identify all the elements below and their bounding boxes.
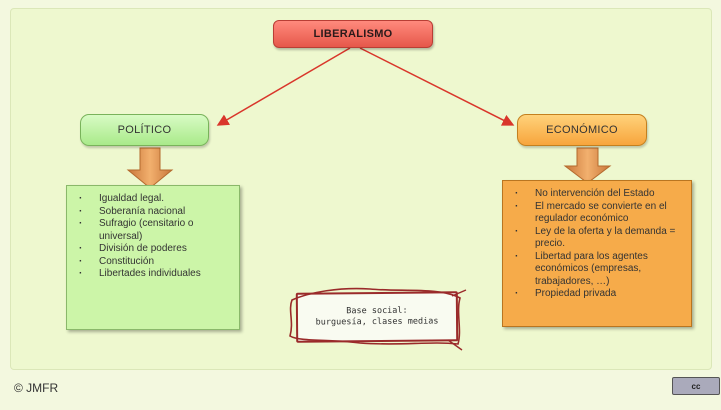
politico-item: Sufragio (censitario o universal) [77,218,231,243]
politico-details-box: Igualdad legal. Soberanía nacional Sufra… [66,185,240,330]
social-base-note: Base social: burguesía, clases medias [295,291,459,343]
economico-item: Libertad para los agentes económicos (em… [513,251,683,289]
politico-item: Igualdad legal. [77,193,231,206]
politico-node-label: POLÍTICO [117,124,172,136]
connector-root-to-economico [359,47,515,126]
economico-item: Ley de la oferta y la demanda = precio. [513,226,683,251]
economico-item-list: No intervención del Estado El mercado se… [513,188,683,301]
down-arrow-economico [563,147,612,184]
economico-item: Propiedad privada [513,288,683,301]
economico-item: El mercado se convierte en el regulador … [513,201,683,226]
politico-item: Constitución [77,256,231,269]
economico-node: ECONÓMICO [517,114,647,146]
economico-item: No intervención del Estado [513,188,683,201]
connector-root-to-politico [216,47,351,126]
copyright-text: © JMFR [14,381,59,395]
politico-item: Libertades individuales [77,268,231,281]
economico-details-box: No intervención del Estado El mercado se… [502,180,692,327]
politico-item: Soberanía nacional [77,206,231,219]
politico-item-list: Igualdad legal. Soberanía nacional Sufra… [77,193,231,281]
root-node-label: LIBERALISMO [313,28,393,40]
politico-node: POLÍTICO [80,114,209,146]
cc-license-icon[interactable]: cc [672,377,720,395]
economico-node-label: ECONÓMICO [546,124,618,136]
root-node: LIBERALISMO [273,20,433,48]
social-base-text: burguesía, clases medias [315,316,439,328]
down-arrow-politico [126,147,174,189]
politico-item: División de poderes [77,243,231,256]
